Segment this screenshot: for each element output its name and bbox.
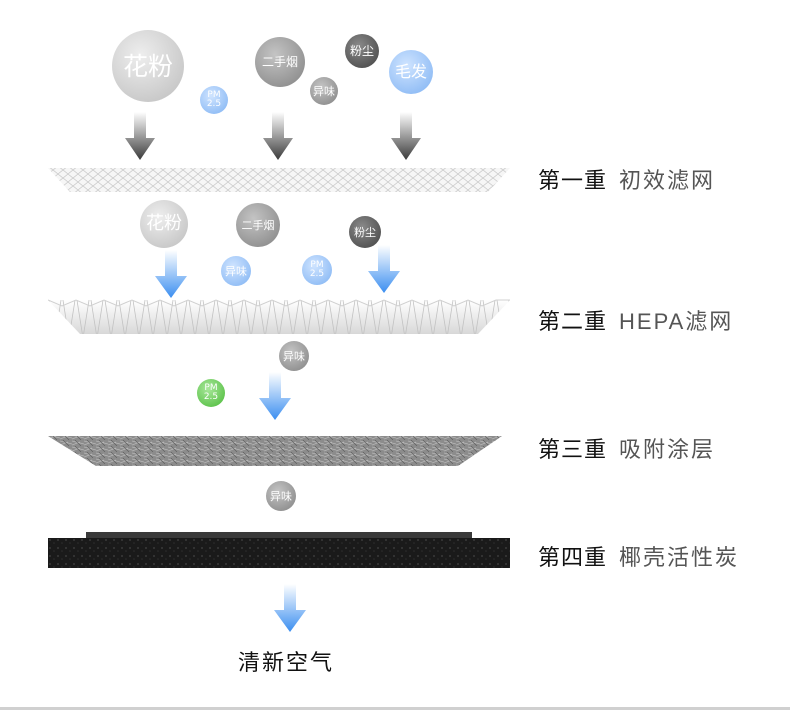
adsorption-coating-layer [48, 434, 510, 470]
odor-label: 异味 [283, 351, 305, 362]
layer-1-name: 初效滤网 [619, 168, 715, 193]
layer-3-order: 第三重 [538, 437, 607, 462]
dust-label: 粉尘 [354, 227, 376, 238]
pollen-label: 花粉 [146, 215, 182, 233]
arrow-down-icon [391, 112, 421, 162]
pollen-bubble: 花粉 [112, 30, 184, 102]
arrow-down-icon [125, 112, 155, 162]
odor-label: 异味 [225, 266, 247, 277]
smoke-label: 二手烟 [242, 220, 275, 231]
layer-3-label: 第三重吸附涂层 [538, 432, 715, 464]
pollen-bubble: 花粉 [140, 200, 188, 248]
activated-carbon-layer [48, 530, 510, 570]
odor-label: 异味 [270, 491, 292, 502]
smoke-bubble: 二手烟 [255, 37, 305, 87]
arrow-down-icon [155, 250, 187, 300]
bottom-divider [0, 707, 790, 710]
layer-4-label: 第四重椰壳活性炭 [538, 540, 739, 572]
primary-mesh-filter [48, 162, 510, 196]
layer-1-label: 第一重初效滤网 [538, 163, 715, 195]
dust-bubble: 粉尘 [349, 216, 381, 248]
layer-2-label: 第二重 HEPA滤网 [538, 304, 733, 336]
arrow-down-icon [368, 245, 400, 295]
layer-4-order: 第四重 [538, 545, 607, 570]
arrow-down-icon [274, 584, 306, 634]
hair-label: 毛发 [395, 64, 427, 80]
pollen-label: 花粉 [123, 54, 173, 79]
layer-2-order: 第二重 [538, 309, 607, 334]
hepa-pleated-filter [48, 294, 510, 338]
odor-bubble: 异味 [221, 256, 251, 286]
layer-1-order: 第一重 [538, 168, 607, 193]
odor-bubble: 异味 [266, 481, 296, 511]
pm-value: 2.5 [310, 269, 324, 279]
hair-bubble: 毛发 [389, 50, 433, 94]
odor-bubble: 异味 [310, 77, 338, 105]
layer-3-name: 吸附涂层 [619, 437, 715, 462]
dust-label: 粉尘 [350, 45, 374, 57]
pm-value: 2.5 [204, 392, 218, 402]
odor-bubble: 异味 [279, 341, 309, 371]
odor-label: 异味 [313, 86, 335, 97]
smoke-bubble: 二手烟 [236, 203, 280, 247]
clean-air-label: 清新空气 [238, 645, 334, 677]
smoke-label: 二手烟 [262, 56, 298, 68]
arrow-down-icon [259, 372, 291, 422]
layer-2-name: HEPA滤网 [619, 309, 733, 334]
layer-4-name: 椰壳活性炭 [619, 545, 739, 570]
pm-value: 2.5 [207, 99, 221, 109]
arrow-down-icon [263, 112, 293, 162]
dust-bubble: 粉尘 [345, 34, 379, 68]
